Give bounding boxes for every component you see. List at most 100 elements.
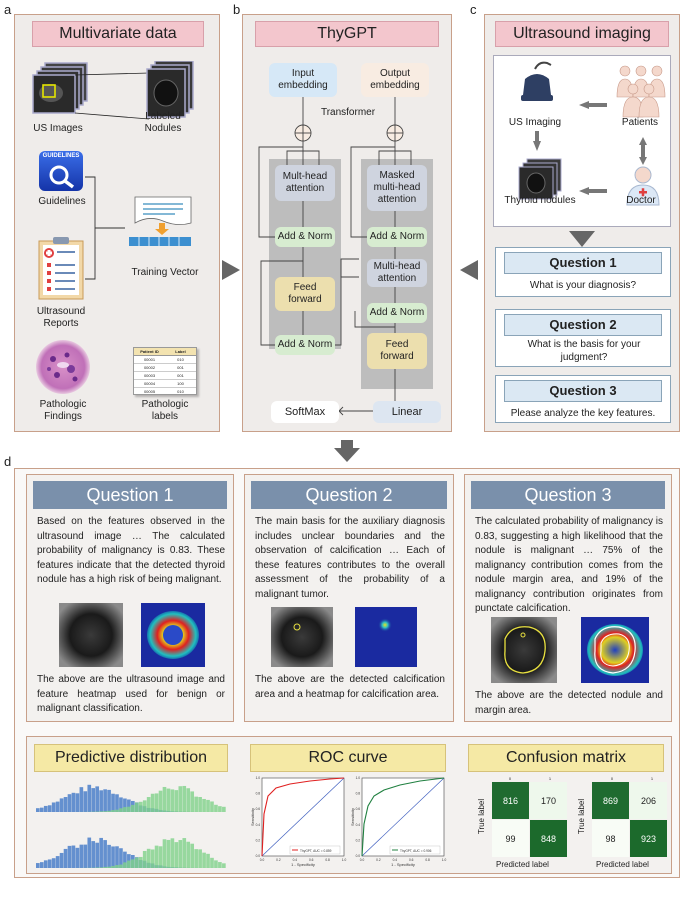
guidelines-magnifier-icon — [39, 151, 83, 191]
histogram-bar-benign — [47, 859, 52, 868]
histogram-bar-malignant — [158, 790, 163, 812]
histogram-bar-malignant — [218, 806, 222, 812]
histogram-bar-malignant — [206, 853, 210, 868]
histogram-bar-malignant — [186, 841, 191, 868]
histogram-bar-malignant — [127, 806, 131, 812]
histogram-bar-malignant — [99, 867, 103, 868]
histogram-bar-malignant — [178, 786, 183, 812]
answer-card-2: Question 2 The main basis for the auxili… — [244, 474, 454, 722]
roc-legend-2: ThyGPT, AUC = 0.906 — [400, 849, 432, 853]
decoder-masked-attention-block: Masked multi-head attention — [367, 165, 427, 211]
roc-y-tick: 0.2 — [356, 838, 361, 842]
histogram-bar-malignant — [107, 810, 111, 812]
panel-b-title: ThyGPT — [255, 21, 439, 47]
histogram-bar-benign — [103, 789, 107, 812]
decoder-addnorm-1-block: Add & Norm — [367, 227, 427, 247]
histogram-bar-malignant — [222, 806, 226, 812]
histogram-bar-malignant — [222, 863, 226, 868]
histogram-bar-benign — [87, 837, 92, 868]
cm1-predicted-label: Predicted label — [496, 860, 549, 869]
histogram-bar-benign — [63, 848, 68, 868]
roc-plot-2 — [361, 777, 445, 857]
roc-legend-1: ThyGPT, AUC = 0.859 — [300, 849, 332, 853]
table-cell: 010 — [177, 389, 184, 394]
histogram-bar-benign — [51, 802, 56, 812]
histogram-bar-malignant — [194, 796, 198, 812]
decoder-feedforward-block: Feed forward — [367, 333, 427, 369]
answer-1-images — [59, 603, 205, 667]
histogram-bar-benign — [95, 842, 100, 868]
cm2-cell-fn: 98 — [592, 820, 629, 857]
roc-x-tick: 0.2 — [376, 858, 381, 862]
answer-2-images — [271, 607, 417, 667]
histogram-bar-malignant — [131, 804, 135, 812]
histogram-bar-benign — [79, 844, 84, 868]
cm2-true-label: True label — [577, 798, 587, 835]
histogram-bar-malignant — [146, 848, 151, 868]
answer-3-text: The calculated probability of malignancy… — [475, 516, 663, 614]
histogram-1 — [36, 784, 226, 812]
roc-x-tick: 0.8 — [425, 858, 430, 862]
roc-y-tick: 1.0 — [356, 776, 361, 780]
roc-y-tick: 0.8 — [356, 792, 361, 796]
histogram-bar-benign — [59, 798, 64, 812]
predictive-distribution-title: Predictive distribution — [34, 744, 228, 772]
panel-c-title: Ultrasound imaging — [495, 21, 669, 47]
panel-a-connectors — [85, 176, 125, 280]
us-imaging-label: US Imaging — [508, 117, 562, 128]
histogram-bar-malignant — [127, 860, 131, 868]
histogram-bar-benign — [103, 840, 107, 868]
histogram-bar-malignant — [154, 793, 159, 812]
roc-y-tick: 0.8 — [256, 792, 261, 796]
cm1-true-label: True label — [477, 798, 487, 835]
histogram-bar-malignant — [182, 838, 187, 868]
confusion-matrix-title: Confusion matrix — [468, 744, 664, 772]
histogram-bar-benign — [55, 856, 60, 868]
roc-y-tick: 1.0 — [256, 776, 261, 780]
question-2-head: Question 2 — [504, 314, 662, 336]
histogram-bar-malignant — [111, 865, 115, 868]
histogram-bar-benign — [47, 805, 52, 812]
histogram-bar-malignant — [210, 857, 214, 868]
predictive-distribution-histograms — [36, 784, 226, 868]
histogram-bar-benign — [123, 798, 127, 812]
histogram-bar-benign — [67, 794, 72, 812]
roc-x-tick: 0.6 — [409, 858, 414, 862]
histogram-bar-malignant — [150, 793, 155, 812]
histogram-bar-malignant — [123, 862, 127, 868]
roc-y-tick: 0.6 — [256, 807, 261, 811]
table-cell: 00001 — [143, 357, 156, 362]
histogram-bar-malignant — [202, 798, 206, 812]
histogram-bar-benign — [63, 797, 68, 812]
histogram-bar-benign — [75, 793, 80, 812]
histogram-bar-malignant — [166, 839, 171, 868]
softmax-block: SoftMax — [271, 401, 339, 423]
roc-y-tick: 0.4 — [256, 823, 261, 827]
histogram-bar-malignant — [158, 846, 163, 868]
histogram-bar-malignant — [142, 800, 147, 812]
histogram-bar-malignant — [186, 788, 191, 812]
roc-y-tick: 0.6 — [356, 807, 361, 811]
training-vector-graphic — [129, 196, 192, 246]
histogram-bar-malignant — [174, 790, 179, 812]
panel-a-title: Multivariate data — [32, 21, 204, 47]
histogram-bar-benign — [67, 845, 72, 868]
histogram-bar-benign — [39, 807, 44, 812]
histogram-bar-benign — [111, 793, 115, 812]
histogram-bar-benign — [43, 805, 48, 812]
cm-tick: 1 — [650, 776, 654, 781]
roc-curves: ThyGPT, AUC = 0.859 1 - Specificity Sens… — [250, 776, 446, 867]
histogram-bar-benign — [36, 808, 40, 812]
histogram-bar-malignant — [134, 802, 139, 812]
histogram-bar-benign — [71, 845, 76, 868]
answer-3-images — [491, 617, 649, 683]
cm2-cell-fp: 206 — [630, 782, 667, 819]
answer-2-text: The main basis for the auxiliary diagnos… — [255, 516, 445, 600]
table-cell: 010 — [177, 357, 184, 362]
cm1-cell-fp: 170 — [530, 782, 567, 819]
ultrasound-reports-label: Ultrasound Reports — [36, 306, 86, 329]
histogram-bar-benign — [119, 848, 123, 868]
